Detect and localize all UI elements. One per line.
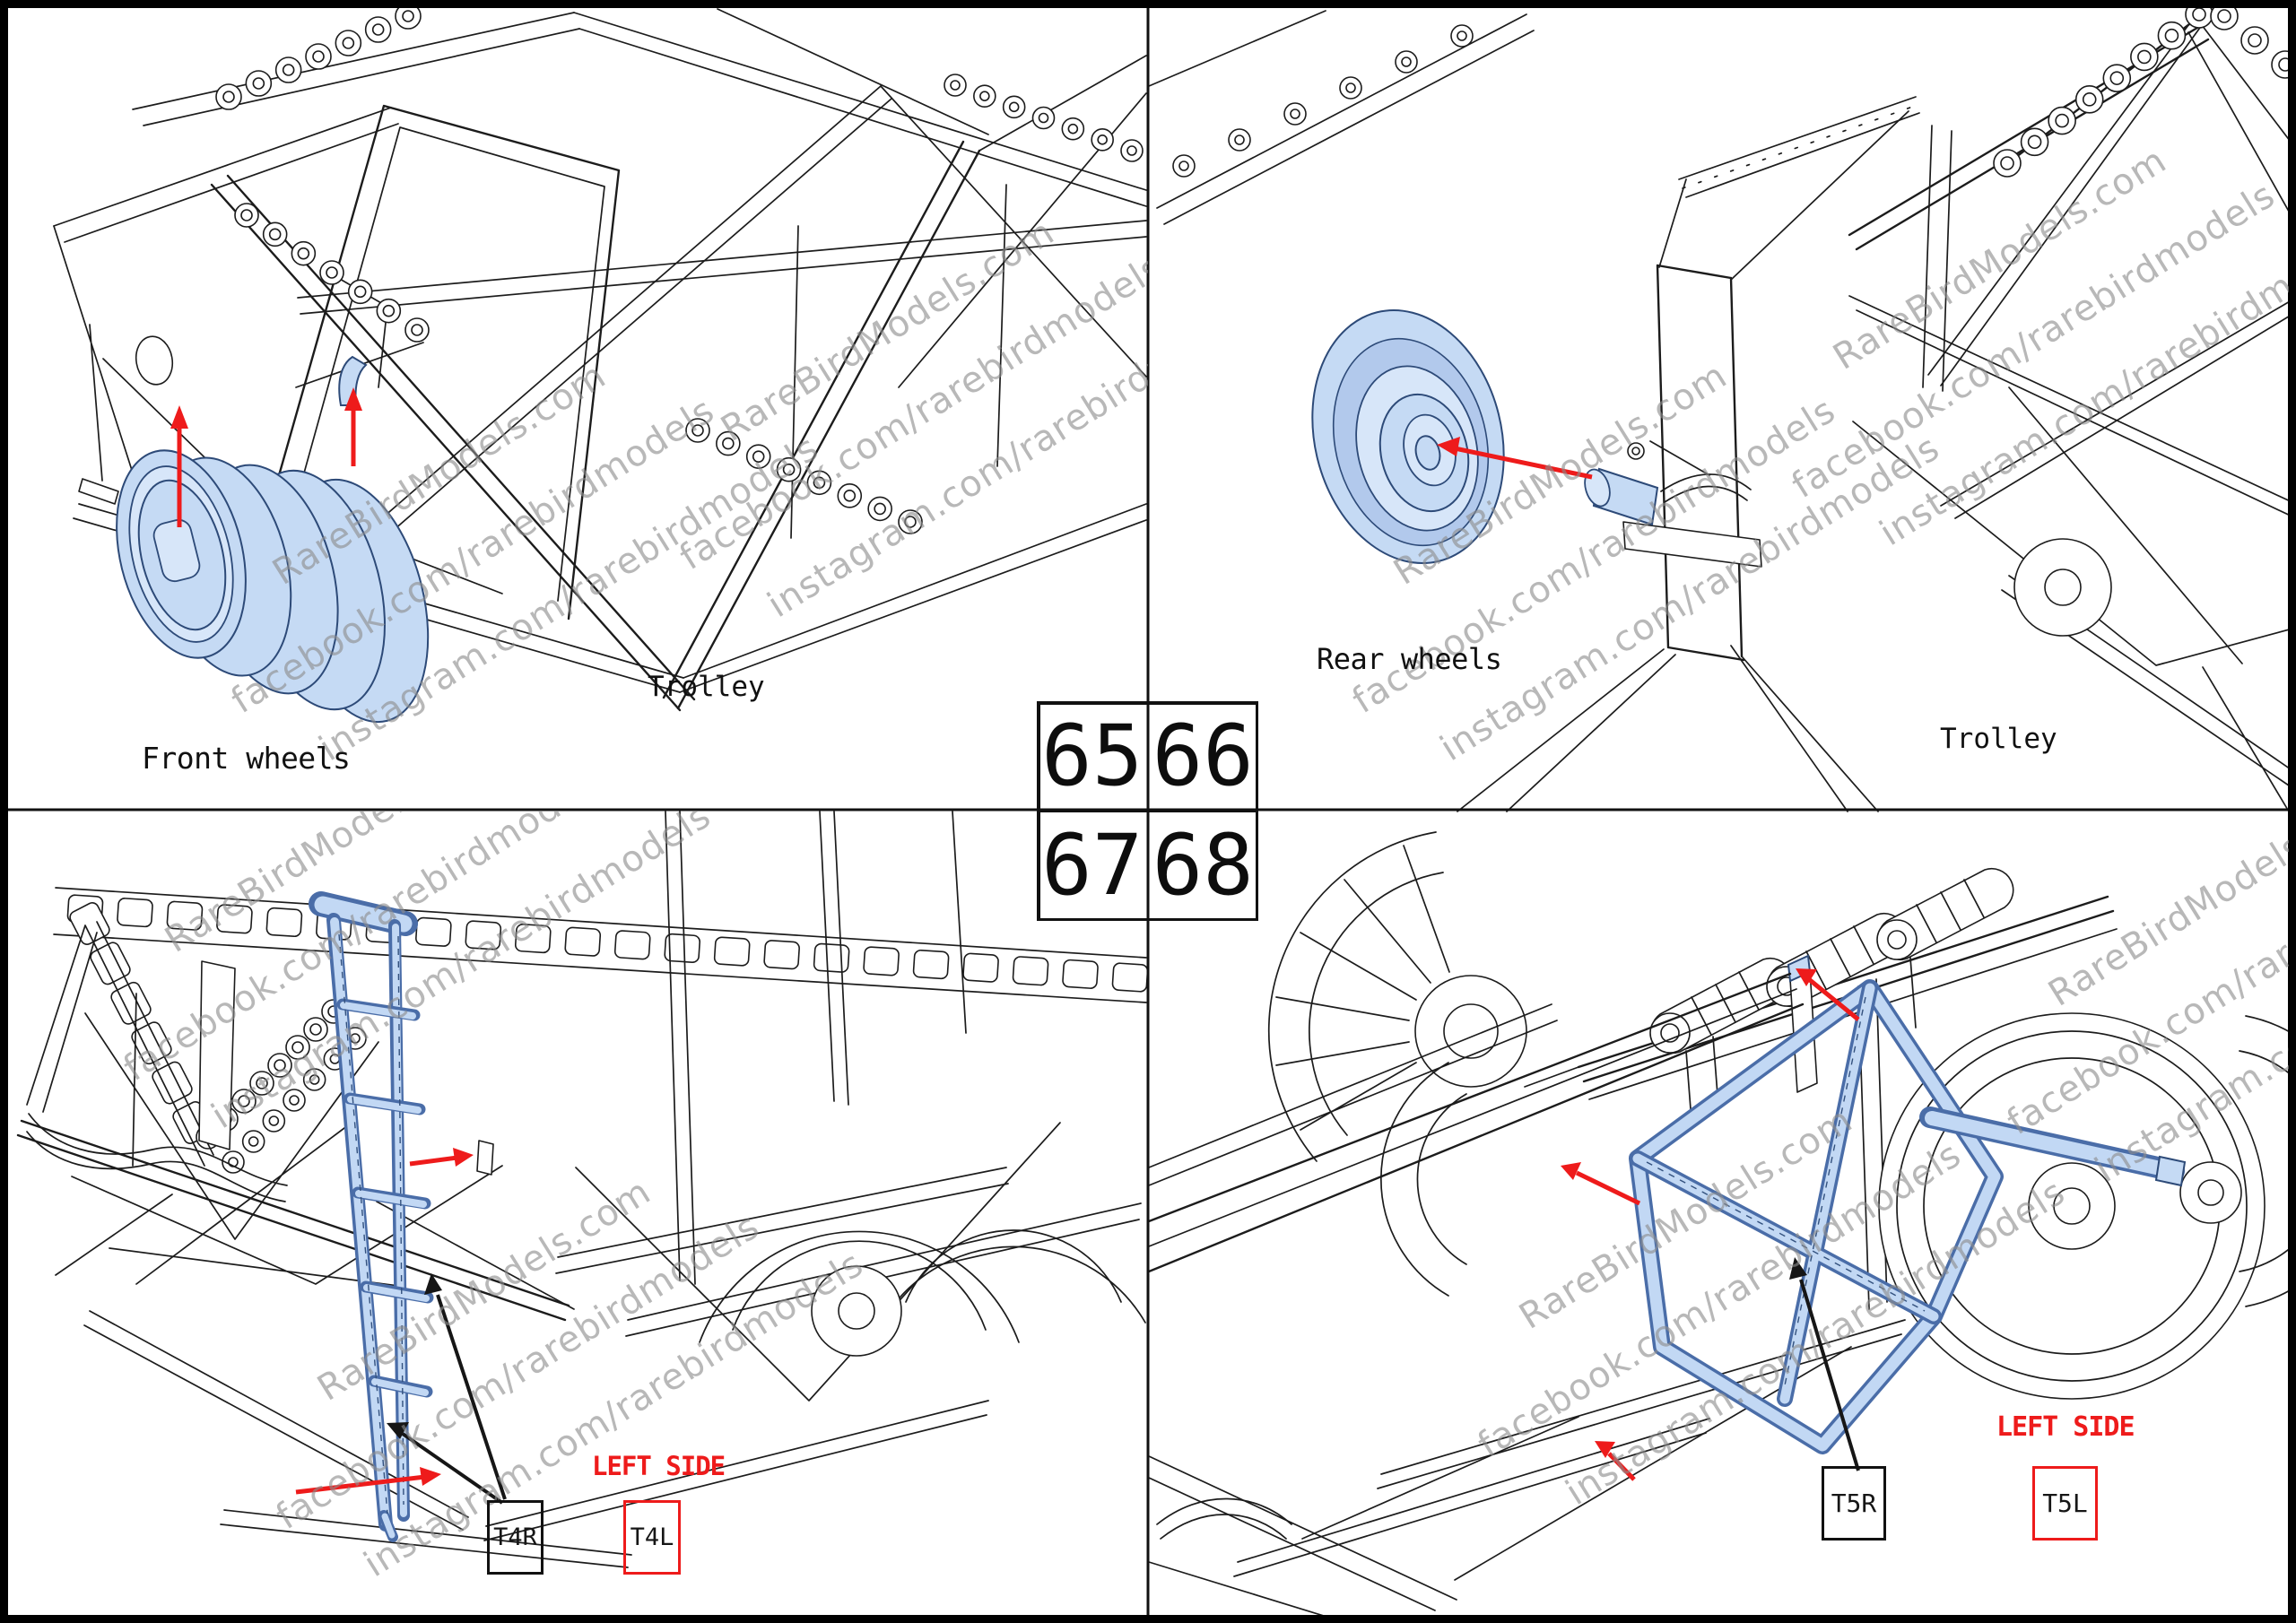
trolley-drawing-step65 [53, 3, 1147, 724]
part-label-t5l: T5L [2032, 1466, 2098, 1541]
caption-rear-wheels: Rear wheels [1317, 642, 1502, 676]
label-left-side-q4: LEFT SIDE [1996, 1411, 2135, 1443]
red-arrow [1437, 437, 1593, 480]
part-label-t4r: T4R [487, 1500, 544, 1575]
red-arrow [1561, 968, 1860, 1481]
trolley-drawing-step66 [1148, 0, 2296, 812]
caption-trolley-65: Trolley [648, 671, 765, 703]
trolley-drawing-step68 [1147, 831, 2296, 1623]
rear-wheel-highlight [1311, 308, 1659, 565]
t5r-frame-highlight [1629, 979, 2187, 1454]
t4r-frame-highlight [309, 891, 434, 1542]
callout-arrow [1789, 1257, 1860, 1471]
red-arrow [295, 1148, 474, 1495]
part-label-text: T5L [2042, 1488, 2088, 1518]
label-left-side-q3: LEFT SIDE [592, 1451, 726, 1481]
trolley-drawing-step67 [16, 811, 1149, 1568]
caption-trolley-66: Trolley [1940, 723, 2057, 755]
part-label-text: T4L [630, 1523, 674, 1551]
step-number-66: 66 [1152, 707, 1254, 805]
caption-front-wheels: Front wheels [142, 741, 351, 776]
part-label-text: T5R [1831, 1488, 1877, 1518]
red-arrow [170, 387, 362, 527]
part-label-t5r: T5R [1822, 1466, 1886, 1541]
step-number-68: 68 [1152, 817, 1254, 916]
step-number-67: 67 [1041, 817, 1144, 916]
front-wheels-highlight [116, 355, 430, 724]
part-label-text: T4R [493, 1523, 537, 1551]
part-label-t4l: T4L [623, 1500, 681, 1575]
step-number-65: 65 [1041, 707, 1144, 805]
callout-arrow [387, 1273, 507, 1505]
step-number-grid: 65 66 67 68 [1037, 701, 1258, 921]
